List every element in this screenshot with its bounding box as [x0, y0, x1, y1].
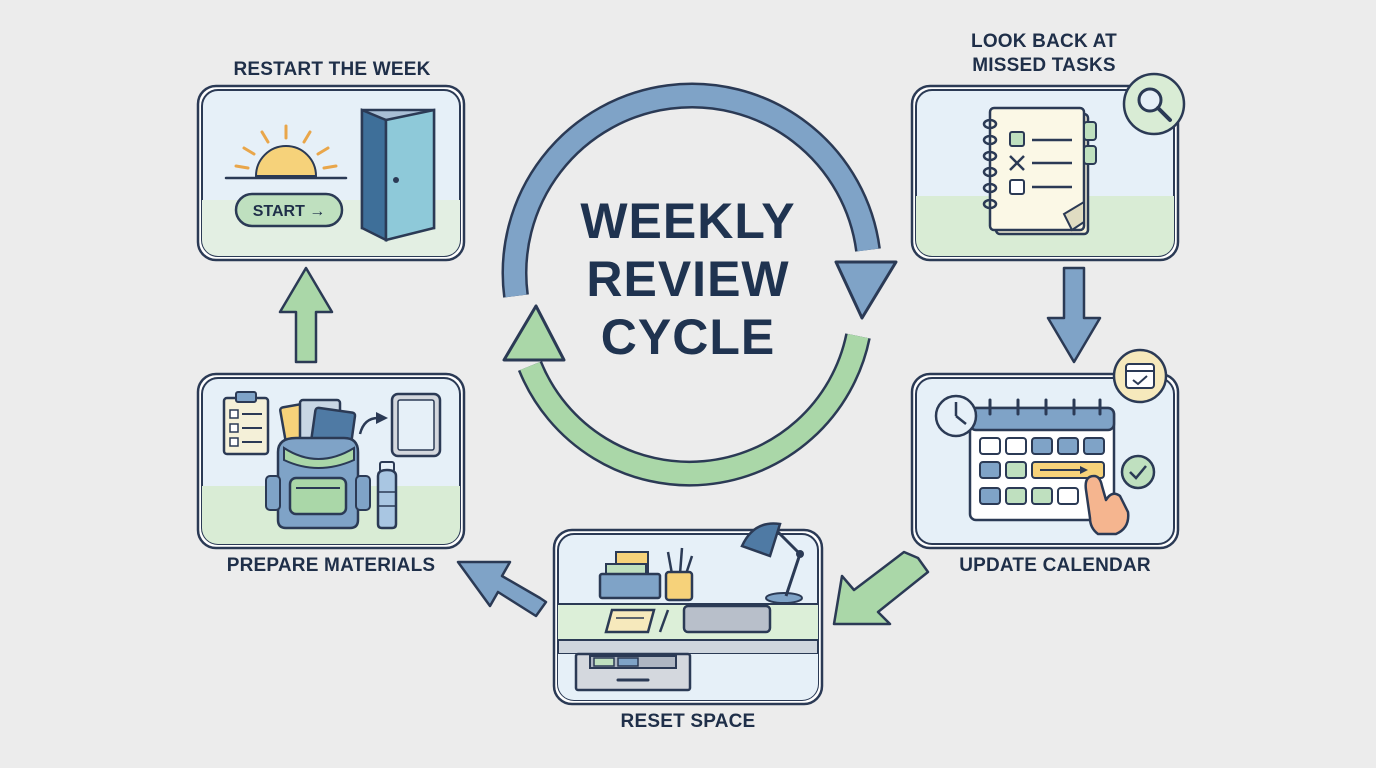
laptop-icon	[682, 604, 772, 634]
pencil-cup-icon	[664, 547, 694, 602]
desk-lamp-icon	[740, 522, 804, 604]
step-label-reset-space: RESET SPACE	[620, 711, 756, 732]
panel-prepare-materials	[196, 372, 466, 550]
file-tray-icon	[598, 551, 662, 600]
clipboard-checklist-icon	[222, 391, 270, 456]
arrow-down-left-icon	[832, 550, 930, 626]
panel-look-back	[910, 72, 1186, 262]
checklist-notebook-icon	[982, 106, 1097, 236]
green-cycle-arrowhead	[502, 304, 566, 362]
arrow-up-icon	[278, 266, 334, 364]
notepad-icon	[604, 608, 670, 634]
diagram-title: WEEKLY REVIEW CYCLE	[548, 192, 828, 366]
cycle-arrows	[501, 82, 898, 487]
step-label-update-calendar: UPDATE CALENDAR	[959, 555, 1151, 576]
open-door-icon	[360, 108, 436, 243]
panel-reset-space	[552, 522, 824, 706]
start-button-label: START →	[253, 203, 326, 220]
step-label-look-back: LOOK BACK AT MISSED TASKS	[971, 31, 1117, 76]
tablet-icon	[390, 392, 442, 458]
step-label-prepare-materials: PREPARE MATERIALS	[226, 555, 436, 576]
panel-restart-the-week: START →	[196, 84, 466, 262]
title-line-3: CYCLE	[600, 309, 776, 365]
calendar-check-badge-icon	[1112, 348, 1168, 404]
clock-icon	[934, 394, 978, 438]
sun-icon	[224, 124, 348, 180]
magnifier-icon	[1122, 72, 1186, 136]
title-line-1: WEEKLY	[580, 193, 796, 249]
blue-cycle-arrowhead	[834, 260, 898, 320]
hand-pointer-icon	[1084, 474, 1130, 536]
start-button: START →	[234, 192, 344, 228]
backpack-icon	[265, 436, 371, 530]
panel-update-calendar	[910, 348, 1180, 550]
desk-drawer-icon	[574, 652, 692, 692]
arrow-down-icon	[1046, 266, 1102, 364]
arrow-up-left-icon	[456, 560, 548, 618]
title-line-2: REVIEW	[586, 251, 790, 307]
curved-arrow-icon	[358, 412, 388, 435]
check-circle-icon	[1120, 454, 1156, 490]
water-bottle-icon	[376, 461, 398, 530]
calendar-icon	[968, 398, 1116, 522]
step-label-restart-the-week: RESTART THE WEEK	[233, 59, 431, 80]
